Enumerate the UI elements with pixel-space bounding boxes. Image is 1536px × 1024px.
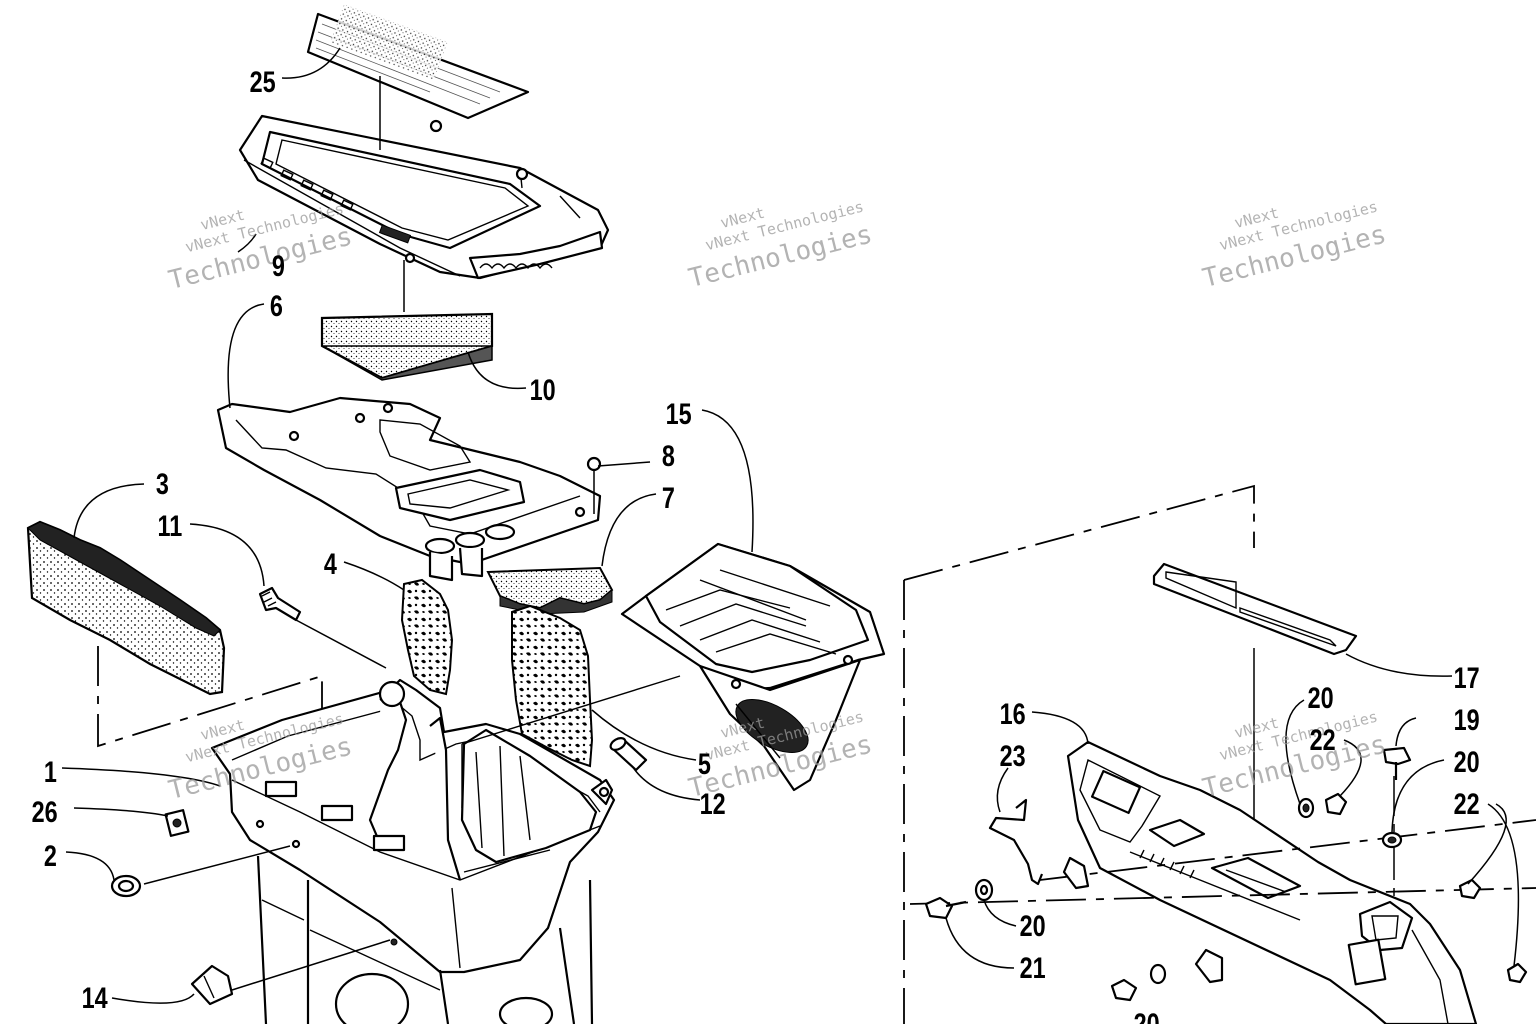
callout-19: 19	[1454, 703, 1480, 736]
screw-part-8	[586, 456, 651, 514]
callout-20-b: 20	[1454, 745, 1480, 778]
callout-15: 15	[666, 397, 692, 430]
callout-1: 1	[44, 755, 57, 788]
callout-7: 7	[662, 481, 675, 514]
callout-labels: 25 9 6 10 15 8 7 3 11 4 17 20 19 16 22 2…	[32, 65, 1480, 1024]
hose-fitting-part-11	[258, 586, 387, 669]
callout-2: 2	[44, 839, 57, 872]
callout-17: 17	[1454, 661, 1480, 694]
callout-25: 25	[250, 65, 276, 98]
callout-16: 16	[1000, 697, 1026, 730]
callout-10: 10	[530, 373, 556, 406]
callout-20-a: 20	[1308, 681, 1334, 714]
callout-11: 11	[157, 509, 182, 542]
sponge-part-5	[511, 604, 594, 768]
callout-20-c: 20	[1020, 909, 1046, 942]
airbox-lid-part-9	[238, 114, 610, 280]
callout-5: 5	[698, 747, 711, 780]
foam-pad-part-3	[26, 520, 226, 696]
callout-12: 12	[700, 787, 726, 820]
gasket-part-17	[1152, 562, 1358, 656]
filter-base-part-6	[216, 396, 602, 582]
decal-part-25	[306, 4, 530, 120]
foam-filter-part-10	[320, 312, 494, 381]
callout-22-a: 22	[1310, 723, 1336, 756]
duct-part-16	[1066, 740, 1478, 1024]
callout-8: 8	[662, 439, 675, 472]
callout-21: 21	[1020, 951, 1046, 984]
wire-clip-part-23	[988, 798, 1044, 886]
sponge-part-4	[400, 578, 454, 696]
callout-22-b: 22	[1454, 787, 1480, 820]
callout-3: 3	[156, 467, 169, 500]
leader-lines	[61, 47, 1520, 1004]
clip-part-14	[190, 939, 391, 1006]
callout-14: 14	[82, 981, 108, 1014]
callout-23: 23	[1000, 739, 1026, 772]
callout-20-d: 20	[1134, 1007, 1160, 1024]
hose-part-12	[609, 737, 648, 772]
callout-9: 9	[272, 249, 285, 282]
intake-silencer-part-15	[620, 542, 886, 792]
callout-4: 4	[324, 547, 337, 580]
foam-strip-part-7	[486, 566, 614, 615]
airbox-housing-part-1	[210, 675, 681, 1024]
grommet-part-2	[110, 845, 291, 898]
label-part-26	[164, 809, 190, 837]
callout-6: 6	[270, 289, 283, 322]
hardware-group	[909, 746, 1536, 1002]
callout-26: 26	[32, 795, 58, 828]
